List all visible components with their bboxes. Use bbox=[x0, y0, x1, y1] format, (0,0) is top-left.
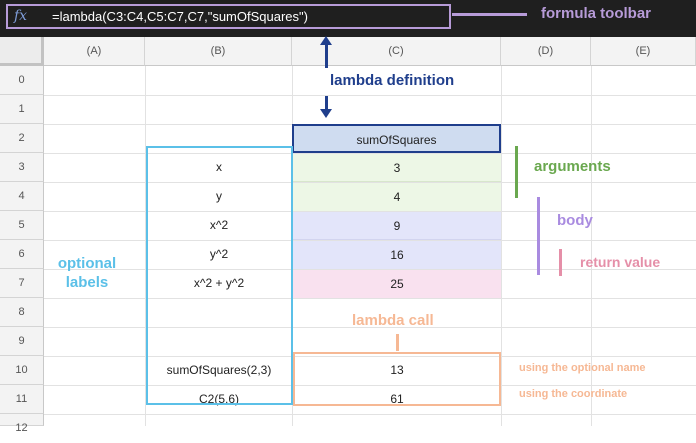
arrow-down-icon bbox=[320, 109, 332, 118]
fx-icon: fx bbox=[14, 8, 28, 24]
arrow-up-icon bbox=[320, 36, 332, 45]
gridline bbox=[44, 269, 696, 270]
gridline bbox=[44, 298, 696, 299]
definition-arrow-up-shaft bbox=[325, 44, 328, 68]
column-header-e[interactable]: (E) bbox=[591, 37, 696, 66]
arguments-bracket bbox=[515, 146, 518, 198]
cell-b3[interactable]: x bbox=[216, 160, 222, 174]
row-header-8[interactable]: 8 bbox=[0, 298, 44, 327]
row-header-0[interactable]: 0 bbox=[0, 66, 44, 95]
gridline bbox=[44, 327, 696, 328]
gridline bbox=[44, 211, 696, 212]
return-value-bracket bbox=[559, 249, 562, 276]
cell-b5[interactable]: x^2 bbox=[209, 218, 229, 232]
cell-b12[interactable]: C2(5,6) bbox=[198, 392, 239, 406]
cell-c2[interactable]: sumOfSquares bbox=[292, 124, 501, 153]
column-header-a[interactable]: (A) bbox=[44, 37, 145, 66]
gridline bbox=[591, 66, 592, 426]
cell-c7[interactable]: 25 bbox=[293, 270, 501, 298]
row-header-9[interactable]: 9 bbox=[0, 327, 44, 356]
cell-c5[interactable]: 9 bbox=[293, 212, 501, 240]
formula-toolbar: fx =lambda(C3:C4,C5:C7,C7,"sumOfSquares"… bbox=[0, 0, 696, 37]
gridline bbox=[44, 385, 696, 386]
optional-labels-line-2: labels bbox=[65, 274, 109, 291]
using-name-note: using the optional name bbox=[519, 362, 646, 374]
cell-c3[interactable]: 3 bbox=[293, 154, 501, 182]
gridline bbox=[145, 66, 146, 426]
cell-c4[interactable]: 4 bbox=[293, 183, 501, 211]
toolbar-pointer-line bbox=[452, 13, 527, 16]
gridline bbox=[44, 95, 696, 96]
cell-b11[interactable]: sumOfSquares(2,3) bbox=[166, 363, 272, 377]
column-header-b[interactable]: (B) bbox=[145, 37, 292, 66]
lambda-call-label: lambda call bbox=[352, 312, 434, 329]
lambda-call-box bbox=[293, 352, 501, 406]
gridline bbox=[44, 182, 696, 183]
cell-c6[interactable]: 16 bbox=[293, 241, 501, 269]
gridline bbox=[44, 153, 696, 154]
lambda-definition-label: lambda definition bbox=[330, 72, 455, 89]
arguments-label: arguments bbox=[534, 158, 611, 175]
row-header-2[interactable]: 2 bbox=[0, 124, 44, 153]
formula-toolbar-label: formula toolbar bbox=[541, 5, 652, 22]
cell-b6[interactable]: y^2 bbox=[209, 247, 229, 261]
body-label: body bbox=[557, 212, 593, 229]
optional-labels-box bbox=[146, 146, 293, 405]
cell-c11[interactable]: 13 bbox=[390, 363, 404, 377]
definition-arrow-down-shaft bbox=[325, 96, 328, 110]
row-header-4[interactable]: 4 bbox=[0, 182, 44, 211]
optional-labels-line-1: optional bbox=[57, 255, 117, 272]
cell-c12[interactable]: 61 bbox=[390, 392, 404, 406]
row-header-11[interactable]: 11 bbox=[0, 385, 44, 414]
column-header-d[interactable]: (D) bbox=[501, 37, 591, 66]
return-value-label: return value bbox=[580, 254, 661, 270]
row-header-3[interactable]: 3 bbox=[0, 153, 44, 182]
gridline bbox=[44, 240, 696, 241]
gridline bbox=[501, 66, 502, 426]
row-header-6[interactable]: 6 bbox=[0, 240, 44, 269]
row-header-5[interactable]: 5 bbox=[0, 211, 44, 240]
using-coordinate-note: using the coordinate bbox=[519, 388, 628, 400]
gridline bbox=[44, 356, 696, 357]
row-header-7[interactable]: 7 bbox=[0, 269, 44, 298]
gridline bbox=[44, 414, 696, 415]
formula-input-highlight bbox=[6, 4, 451, 29]
body-bracket bbox=[537, 197, 540, 275]
lambda-call-pointer bbox=[396, 334, 399, 351]
cell-b7[interactable]: x^2 + y^2 bbox=[193, 276, 245, 290]
row-header-12[interactable]: 12 bbox=[0, 414, 44, 434]
optional-labels-annotation: optional labels bbox=[52, 254, 122, 292]
formula-input[interactable]: =lambda(C3:C4,C5:C7,C7,"sumOfSquares") bbox=[52, 9, 308, 24]
row-header-1[interactable]: 1 bbox=[0, 95, 44, 124]
select-all-corner[interactable] bbox=[0, 37, 44, 66]
row-header-10[interactable]: 10 bbox=[0, 356, 44, 385]
cell-b4[interactable]: y bbox=[216, 189, 222, 203]
